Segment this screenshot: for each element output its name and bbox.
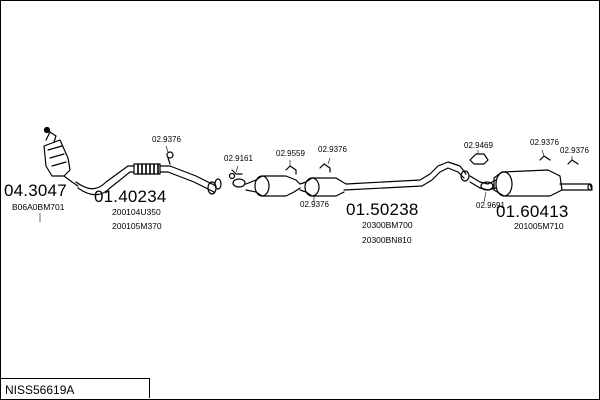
clip-ref-3: 02.9559 [276,149,305,158]
middle-muffler-icon [245,161,470,197]
hanger-icon [285,163,331,175]
part-number-middle: 01.50238 [346,200,419,219]
clip-ref-4: 02.9376 [318,145,347,154]
oem-ref-front-pipe-2: 200105M370 [112,221,162,231]
catalytic-converter-icon [43,126,79,187]
clip-ref-6: 02.9469 [464,141,493,150]
rear-hanger-icon [469,153,579,165]
oem-ref-middle-2: 20300BN810 [362,235,412,245]
kit-code: NISS56619A [5,383,75,397]
oem-ref-rear-1: 201005M710 [514,221,564,231]
clip-ref-5: 02.9376 [300,200,329,209]
clip-ref-9: 02.9691 [476,201,505,210]
clip-ref-2: 02.9161 [224,154,253,163]
clip-ref-7: 02.9376 [530,138,559,147]
kit-code-box: NISS56619A [0,378,150,398]
oem-ref-front-pipe-1: 200104U350 [112,207,161,217]
clip-ref-1: 02.9376 [152,135,181,144]
part-number-front: 04.3047 [4,181,67,200]
clip-ref-8: 02.9376 [560,146,589,155]
clamp-icon [166,151,174,165]
oem-ref-middle-1: 20300BM700 [362,220,413,230]
gasket-ring-icon [228,169,246,188]
oem-ref-front-1: B06A0BM701 [12,202,65,212]
rear-muffler-icon [469,169,593,197]
part-number-rear: 01.60413 [496,202,569,221]
part-number-front-pipe: 01.40234 [94,187,167,206]
front-pipe-icon [75,163,222,196]
